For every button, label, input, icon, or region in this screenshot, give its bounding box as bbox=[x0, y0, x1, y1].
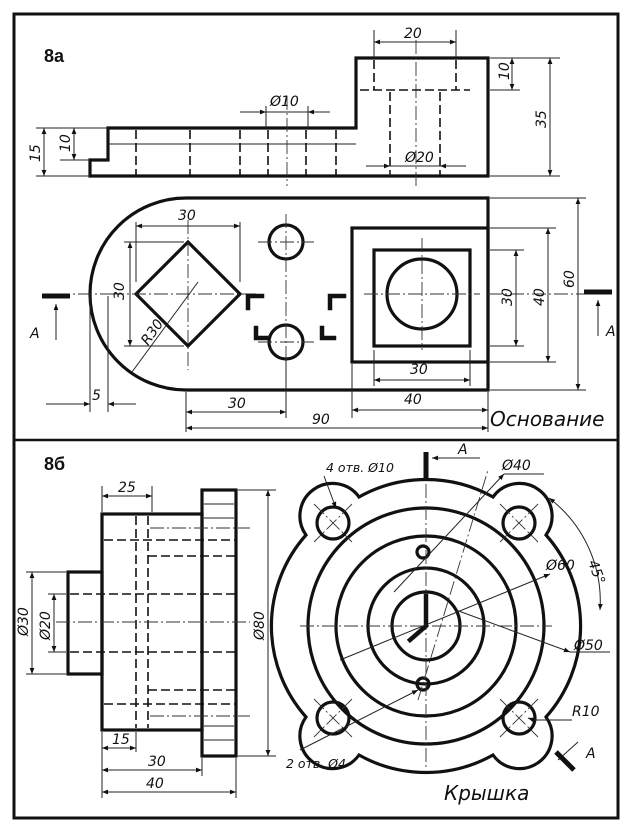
figure-8a: 8а 20 bbox=[28, 26, 616, 432]
svg-text:А: А bbox=[605, 324, 616, 340]
svg-text:25: 25 bbox=[118, 480, 136, 496]
svg-text:10: 10 bbox=[58, 134, 74, 152]
figure-8b: 8б 25 bbox=[16, 442, 610, 805]
svg-text:40: 40 bbox=[404, 392, 422, 408]
figure-8a-number: 8а bbox=[44, 46, 65, 66]
svg-text:30: 30 bbox=[500, 288, 516, 306]
front-view-8b bbox=[269, 469, 583, 775]
svg-text:Ø40: Ø40 bbox=[501, 458, 531, 474]
svg-text:10: 10 bbox=[497, 62, 513, 80]
side-view-8b bbox=[56, 488, 250, 758]
svg-text:Ø60: Ø60 bbox=[545, 558, 575, 574]
section-mark-b-bottom: А bbox=[554, 741, 596, 772]
front-view-8a bbox=[88, 40, 490, 186]
svg-text:Ø80: Ø80 bbox=[252, 611, 268, 641]
svg-text:20: 20 bbox=[404, 26, 422, 42]
svg-text:А: А bbox=[457, 442, 468, 458]
outer-frame bbox=[12, 12, 620, 820]
svg-text:30: 30 bbox=[178, 208, 196, 224]
svg-text:90: 90 bbox=[312, 412, 330, 428]
section-mark-b-top: А bbox=[423, 442, 480, 480]
svg-text:15: 15 bbox=[28, 144, 44, 162]
figure-8b-title: Крышка bbox=[444, 781, 529, 805]
svg-text:А: А bbox=[29, 326, 40, 342]
svg-text:30: 30 bbox=[148, 754, 166, 770]
section-mark-a-right: А bbox=[584, 289, 616, 340]
svg-text:5: 5 bbox=[92, 388, 101, 404]
svg-text:Ø20: Ø20 bbox=[404, 150, 434, 166]
side-dimensions: 25 Ø30 Ø20 Ø80 15 30 40 bbox=[16, 480, 276, 798]
svg-text:30: 30 bbox=[112, 282, 128, 300]
front-dimensions: 20 10 35 Ø10 15 10 Ø20 bbox=[28, 26, 560, 177]
top-view-8a bbox=[56, 196, 598, 392]
svg-text:35: 35 bbox=[534, 110, 550, 128]
svg-text:60: 60 bbox=[562, 270, 578, 288]
svg-text:40: 40 bbox=[532, 288, 548, 306]
figure-8b-number: 8б bbox=[44, 454, 65, 474]
svg-text:45°: 45° bbox=[584, 558, 608, 587]
svg-text:Ø20: Ø20 bbox=[38, 611, 54, 641]
svg-text:А: А bbox=[585, 746, 596, 762]
svg-text:Ø10: Ø10 bbox=[269, 94, 299, 110]
figure-8a-title: Основание bbox=[490, 407, 604, 431]
svg-text:R10: R10 bbox=[572, 704, 600, 720]
svg-text:4 отв. Ø10: 4 отв. Ø10 bbox=[326, 460, 394, 475]
svg-text:Ø50: Ø50 bbox=[573, 638, 603, 654]
svg-text:30: 30 bbox=[228, 396, 246, 412]
svg-text:40: 40 bbox=[146, 776, 164, 792]
section-mark-a-left: А bbox=[29, 293, 70, 342]
svg-text:15: 15 bbox=[112, 732, 130, 748]
svg-text:2 отв. Ø4: 2 отв. Ø4 bbox=[286, 756, 346, 771]
svg-text:30: 30 bbox=[410, 362, 428, 378]
front-dimensions-8b: 4 отв. Ø10 Ø40 45° Ø60 Ø50 R10 2 отв. Ø4 bbox=[286, 458, 610, 771]
svg-text:Ø30: Ø30 bbox=[16, 607, 32, 637]
top-dimensions: 30 30 R30 30 40 60 30 bbox=[46, 197, 586, 432]
